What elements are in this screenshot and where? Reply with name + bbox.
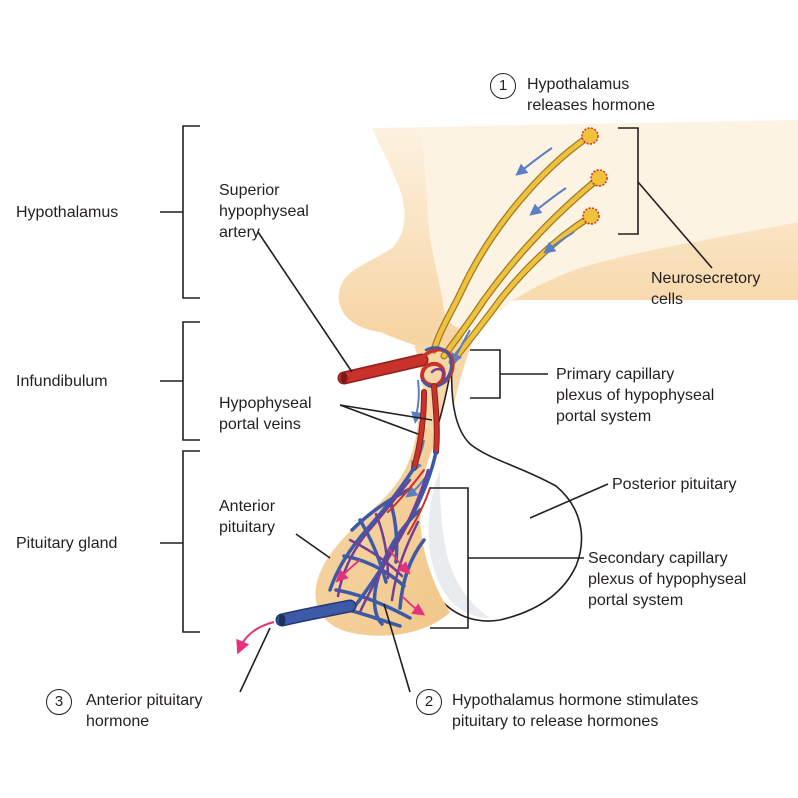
anterior-pituitary-lobe bbox=[315, 420, 450, 636]
label-primary-capillary-plexus: Primary capillary plexus of hypophyseal … bbox=[556, 366, 715, 425]
step-1-text: Hypothalamus releases hormone bbox=[527, 76, 656, 114]
label-neurosecretory-cells: Neurosecretory cells bbox=[651, 270, 761, 308]
structure-brackets bbox=[430, 127, 713, 629]
step-2-number: 2 bbox=[416, 689, 442, 715]
neurosecretory-axons bbox=[430, 133, 602, 366]
step-1-number: 1 bbox=[490, 73, 516, 99]
label-pituitary-gland: Pituitary gland bbox=[16, 535, 118, 552]
neurosecretory-cell-bodies bbox=[581, 127, 608, 225]
step-3-text: Anterior pituitary hormone bbox=[86, 692, 203, 730]
posterior-pituitary-shade bbox=[428, 470, 490, 618]
label-anterior-pituitary: Anterior pituitary bbox=[219, 498, 276, 536]
primary-capillary-plexus bbox=[418, 346, 455, 389]
step-3-number: 3 bbox=[46, 689, 72, 715]
label-superior-hypophyseal-artery: Superior hypophyseal artery bbox=[219, 182, 309, 241]
leader-lines bbox=[239, 231, 609, 693]
label-infundibulum: Infundibulum bbox=[16, 373, 108, 390]
anterior-hormone-arrow bbox=[236, 621, 275, 655]
label-secondary-capillary-plexus: Secondary capillary plexus of hypophysea… bbox=[588, 550, 747, 609]
label-hypophyseal-portal-veins: Hypophyseal portal veins bbox=[219, 395, 312, 433]
hormone-flow-arrows bbox=[405, 147, 575, 498]
step-2-text: Hypothalamus hormone stimulates pituitar… bbox=[452, 692, 699, 730]
region-brackets bbox=[160, 125, 200, 633]
hypophyseal-portal-veins bbox=[411, 383, 440, 471]
release-arrows bbox=[335, 547, 426, 616]
label-posterior-pituitary: Posterior pituitary bbox=[612, 476, 737, 493]
label-hypothalamus: Hypothalamus bbox=[16, 204, 119, 221]
